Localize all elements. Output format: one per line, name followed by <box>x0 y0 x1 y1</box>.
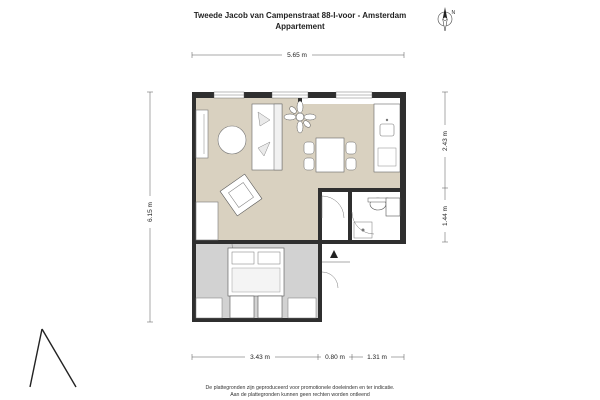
windows-top <box>213 91 373 99</box>
bathroom-fixtures <box>353 197 401 239</box>
north-arrow-icon: N <box>431 6 459 32</box>
double-bed <box>227 247 285 297</box>
title-block: Tweede Jacob van Campenstraat 88-I-voor … <box>150 10 450 32</box>
wardrobe-living <box>195 201 219 241</box>
kitchen-sink-icon <box>379 123 395 137</box>
brand-logo-icon <box>24 325 84 395</box>
dimension-bottom-b: 0.80 m <box>325 354 345 361</box>
disclaimer-line2: Aan de plattegronden kunnen geen rechten… <box>230 391 370 398</box>
disclaimer-line1: De plattegronden zijn geproduceerd voor … <box>205 385 395 391</box>
dimension-right-upper: 2.43 m <box>442 131 449 151</box>
property-type-subtitle: Appartement <box>275 22 325 31</box>
dimension-bottom-c: 1.31 m <box>367 354 387 361</box>
disclaimer: De plattegronden zijn geproduceerd voor … <box>150 385 450 398</box>
dimension-bottom-a: 3.43 m <box>250 354 270 361</box>
property-address-title: Tweede Jacob van Campenstraat 88-I-voor … <box>193 11 407 20</box>
dimension-left: 6.15 m <box>147 202 154 222</box>
round-table <box>217 125 247 155</box>
dimension-right-lower: 1.44 m <box>442 206 449 226</box>
bed-benches <box>195 295 317 319</box>
armchair <box>219 173 263 217</box>
tv-cabinet <box>195 109 209 159</box>
dining-set <box>303 137 357 173</box>
dimension-top: 5.65 m <box>287 52 307 59</box>
kitchen-tap-icon <box>385 118 389 122</box>
north-label: N <box>452 10 456 16</box>
sofa <box>251 103 283 171</box>
cooktop-icon <box>377 147 397 167</box>
plant-icon <box>283 100 317 134</box>
entrance-arrow-icon <box>322 250 350 263</box>
